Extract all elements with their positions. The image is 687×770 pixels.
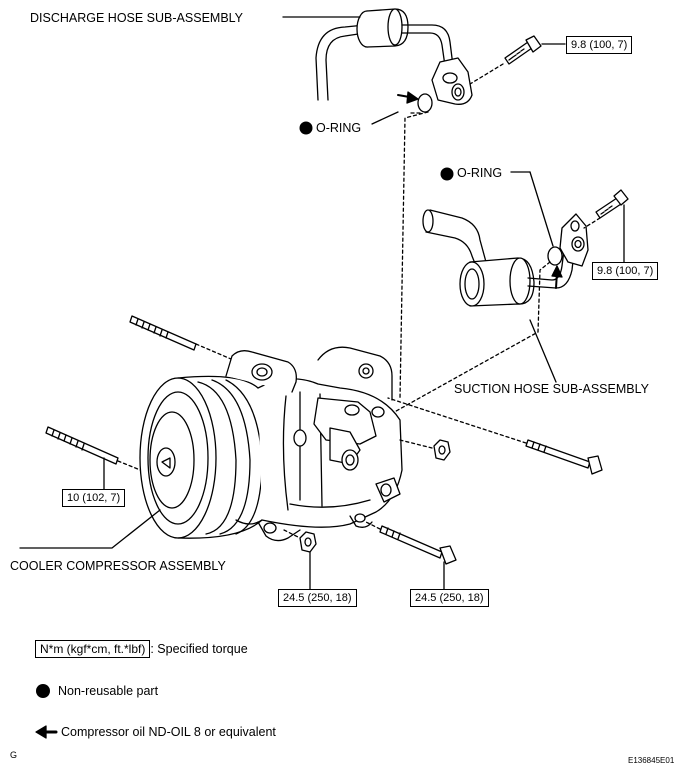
footer-figure-id: E136845E01	[628, 756, 675, 765]
discharge-hose-drawing	[282, 8, 566, 399]
torque-stud-bolt: 10 (102, 7)	[62, 489, 126, 507]
legend-torque-unit-box: N*m (kgf*cm, ft.*lbf)	[35, 640, 151, 658]
o-ring-right-dot-icon	[440, 167, 454, 181]
legend-torque-desc: : Specified torque	[150, 642, 248, 656]
fasteners-drawing	[19, 397, 603, 591]
compressor-body-drawing	[139, 346, 403, 542]
o-ring-top-label: O-RING	[316, 121, 362, 135]
legend-oil: Compressor oil ND-OIL 8 or equivalent	[61, 725, 276, 739]
legend-non-reusable: Non-reusable part	[58, 684, 159, 698]
o-ring-top-dot-icon	[299, 121, 313, 135]
discharge-hose-label: DISCHARGE HOSE SUB-ASSEMBLY	[30, 11, 244, 25]
oil-arrow-icon	[35, 725, 58, 739]
non-reusable-icon	[36, 684, 50, 698]
footer-left-code: G	[10, 750, 18, 760]
torque-bolt-lower: 24.5 (250, 18)	[410, 589, 489, 607]
suction-hose-drawing	[379, 171, 629, 421]
stud-bolts-drawing	[45, 315, 281, 491]
torque-discharge-bolt: 9.8 (100, 7)	[566, 36, 633, 54]
torque-suction-bolt: 9.8 (100, 7)	[592, 262, 659, 280]
o-ring-right-label: O-RING	[457, 166, 503, 180]
suction-hose-label: SUCTION HOSE SUB-ASSEMBLY	[454, 382, 649, 396]
legend-torque: N*m (kgf*cm, ft.*lbf): Specified torque	[35, 640, 248, 658]
torque-nut-lower: 24.5 (250, 18)	[278, 589, 357, 607]
compressor-label: COOLER COMPRESSOR ASSEMBLY	[10, 559, 226, 573]
